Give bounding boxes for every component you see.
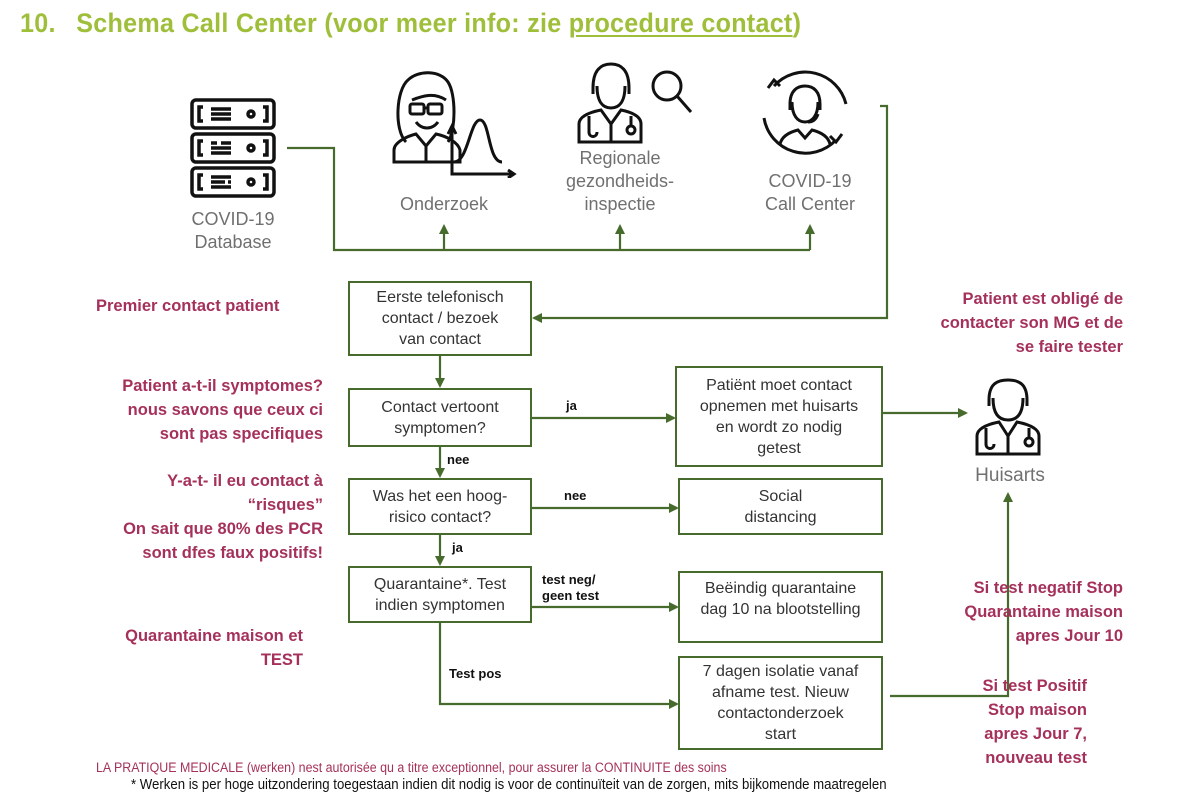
huisarts-label: Huisarts xyxy=(950,464,1070,487)
label-line: COVID-19 xyxy=(191,209,275,229)
note-line: TEST xyxy=(260,651,303,669)
box-text: distancing xyxy=(744,508,817,526)
box-text: en wordt zo nodig xyxy=(715,418,843,436)
note-line: nous savons que ceux ci xyxy=(127,401,323,419)
note-line: Quarantaine maison xyxy=(964,603,1123,621)
note-test-positive: Si test Positif Stop maison apres Jour 7… xyxy=(982,674,1087,770)
box-symptoms: Contact vertoont symptomen? xyxy=(348,388,532,447)
note-test-negative: Si test negatif Stop Quarantaine maison … xyxy=(964,576,1123,648)
note-risk: Y-a-t- il eu contact à “risques” On sait… xyxy=(123,469,323,565)
box-text: contact / bezoek xyxy=(381,310,499,327)
note-line: Premier contact patient xyxy=(96,297,280,315)
note-line: “risques” xyxy=(247,496,323,514)
note-line: contacter son MG et de xyxy=(940,314,1123,332)
edge-label-line: test neg/ xyxy=(542,572,596,587)
box-text: symptomen? xyxy=(394,419,486,437)
callcenter-label: COVID-19 Call Center xyxy=(750,170,870,216)
arrow-isolation-to-gp xyxy=(890,492,1013,698)
box-text: dag 10 na blootstelling xyxy=(700,601,861,618)
box-text: Was het een hoog- xyxy=(372,487,508,505)
note-line: sont pas specifiques xyxy=(159,425,323,443)
note-line: Y-a-t- il eu contact à xyxy=(167,472,323,490)
box-text: opnemen met huisarts xyxy=(699,397,859,415)
note-line: Stop maison xyxy=(987,701,1087,719)
inspectie-label: Regionale gezondheids- inspectie xyxy=(560,147,680,216)
note-quarantine: Quarantaine maison et TEST xyxy=(125,624,303,672)
box-contact-gp: Patiënt moet contact opnemen met huisart… xyxy=(675,366,883,467)
box-high-risk: Was het een hoog- risico contact? xyxy=(348,478,532,535)
box-text: Patiënt moet contact xyxy=(706,376,852,394)
box-text: risico contact? xyxy=(388,508,492,526)
note-symptoms: Patient a-t-il symptomes? nous savons qu… xyxy=(122,374,323,446)
database-label: COVID-19 Database xyxy=(180,208,286,254)
note-line: apres Jour 10 xyxy=(1015,627,1123,645)
title-text: Schema Call Center (voor meer info: zie xyxy=(76,8,569,38)
note-line: Si test negatif Stop xyxy=(973,579,1123,597)
label-line: Call Center xyxy=(764,194,856,214)
note-line: apres Jour 7, xyxy=(984,725,1087,743)
footer-note-dutch: * Werken is per hoge uitzondering toeges… xyxy=(131,776,887,793)
box-text: van contact xyxy=(399,331,481,348)
edge-label-risk-yes: ja xyxy=(452,540,463,555)
label-line: inspectie xyxy=(584,194,656,214)
note-line: Patient a-t-il symptomes? xyxy=(122,377,323,395)
box-social-distancing: Social distancing xyxy=(678,478,883,535)
box-text: 7 dagen isolatie vanaf xyxy=(702,663,859,680)
box-text: indien symptomen xyxy=(375,596,505,614)
line-callcenter-first-contact xyxy=(532,104,889,323)
server-icon xyxy=(189,97,277,199)
box-text: Beëindig quarantaine xyxy=(704,580,857,597)
line-database-bus xyxy=(287,146,810,252)
note-line: Patient est obligé de xyxy=(962,290,1123,308)
note-line: On sait que 80% des PCR xyxy=(123,520,323,538)
box-text: Contact vertoont xyxy=(381,398,499,416)
edge-label-symptoms-no: nee xyxy=(447,452,470,467)
note-line: Si test Positif xyxy=(982,677,1087,695)
title-suffix: ) xyxy=(792,8,802,38)
note-line: se faire tester xyxy=(1015,338,1123,356)
label-line: Regionale xyxy=(579,148,661,168)
edge-label-risk-no: nee xyxy=(564,488,587,503)
label-line: Huisarts xyxy=(975,465,1045,486)
arrow-test-pos xyxy=(438,622,679,709)
call-agent-cycle-icon xyxy=(758,64,852,158)
note-gp-obligation: Patient est obligé de contacter son MG e… xyxy=(941,287,1123,359)
label-line: Database xyxy=(194,232,272,252)
edge-label-test-neg: test neg/ geen test xyxy=(542,572,599,604)
edge-label-test-pos: Test pos xyxy=(449,666,502,681)
procedure-contact-link[interactable]: procedure contact xyxy=(568,8,793,38)
researcher-chart-icon xyxy=(388,70,518,180)
box-isolation: 7 dagen isolatie vanaf afname test. Nieu… xyxy=(678,656,883,750)
box-first-contact: Eerste telefonisch contact / bezoek van … xyxy=(348,281,532,356)
note-first-contact: Premier contact patient xyxy=(96,294,279,318)
note-line: nouveau test xyxy=(985,749,1087,767)
box-quarantine: Quarantaine*. Test indien symptomen xyxy=(348,566,532,623)
note-line: Quarantaine maison et xyxy=(125,627,303,645)
footer-note-french: LA PRATIQUE MEDICALE (werken) nest autor… xyxy=(96,760,727,775)
box-text: Quarantaine*. Test xyxy=(373,575,507,593)
box-text: afname test. Nieuw xyxy=(712,684,849,701)
box-end-quarantine: Beëindig quarantaine dag 10 na blootstel… xyxy=(678,571,883,643)
label-line: COVID-19 xyxy=(768,171,852,191)
box-text: getest xyxy=(757,439,801,457)
box-text: Eerste telefonisch xyxy=(376,289,504,306)
label-line: gezondheids- xyxy=(565,171,675,191)
edge-label-line: geen test xyxy=(542,588,600,603)
onderzoek-label: Onderzoek xyxy=(384,193,504,216)
page-title: 10. Schema Call Center (voor meer info: z… xyxy=(20,8,801,39)
note-line: sont dfes faux positifs! xyxy=(142,544,323,562)
box-text: contactonderzoek xyxy=(717,705,844,722)
box-text: Social xyxy=(758,487,803,505)
doctor-icon xyxy=(973,378,1043,456)
label-line: Onderzoek xyxy=(399,194,489,214)
edge-label-symptoms-yes: ja xyxy=(566,398,577,413)
box-text: start xyxy=(764,726,797,743)
section-number: 10. xyxy=(20,8,56,38)
doctor-magnifier-icon xyxy=(575,62,695,144)
